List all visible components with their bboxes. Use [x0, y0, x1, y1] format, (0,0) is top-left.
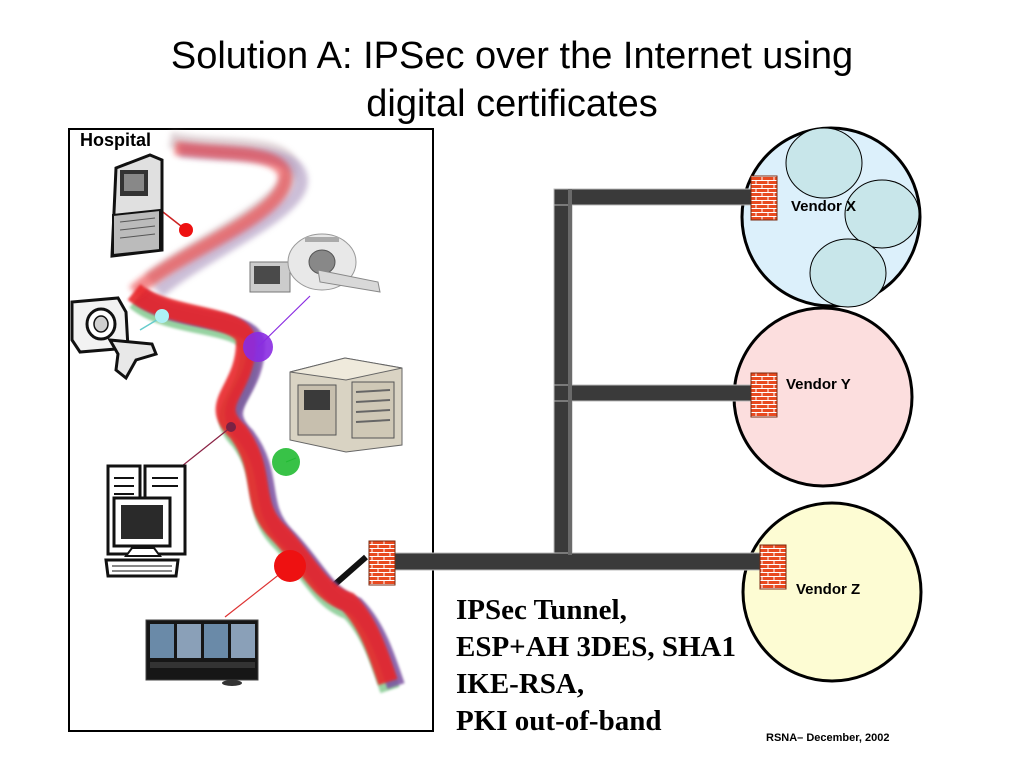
tunnel-note-line: PKI out-of-band — [456, 705, 662, 737]
kiosk-terminal-icon — [110, 153, 164, 258]
tunnel-note-line: ESP+AH 3DES, SHA1 — [456, 631, 737, 663]
node-mri — [155, 309, 169, 323]
vendor-x-site — [740, 126, 922, 308]
workstation-icon — [104, 464, 187, 578]
node-workstation — [226, 422, 236, 432]
tunnel-note-line: IPSec Tunnel, — [456, 594, 627, 626]
firewall-hospital-icon — [368, 540, 396, 586]
firewall-vendor-z-icon — [759, 544, 787, 590]
ct-scanner-icon — [249, 233, 381, 293]
network-pipes — [331, 188, 762, 589]
radiology-monitors-icon — [145, 619, 259, 686]
node-kiosk — [179, 223, 193, 237]
tunnel-notes: IPSec Tunnel, ESP+AH 3DES, SHA1 IKE-RSA,… — [456, 592, 736, 740]
firewall-vendor-y-icon — [750, 372, 778, 418]
tunnel-note-line: IKE-RSA, — [456, 668, 585, 700]
mri-scanner-icon — [70, 296, 159, 381]
vendor-z-label: Vendor Z — [796, 581, 861, 598]
vendor-x-label: Vendor X — [791, 198, 857, 215]
node-ct — [243, 332, 273, 362]
vendor-z-site — [741, 501, 923, 683]
title-line-2: digital certificates — [366, 83, 658, 125]
title-line-1: Solution A: IPSec over the Internet usin… — [170, 35, 854, 77]
node-monitors — [274, 550, 306, 582]
node-storage — [272, 448, 300, 476]
hospital-boundary — [68, 128, 434, 732]
slide-title: Solution A: IPSec over the Internet usin… — [40, 32, 984, 128]
vendor-y-label: Vendor Y — [786, 376, 851, 393]
storage-server-icon — [289, 357, 403, 453]
hospital-label: Hospital — [80, 130, 152, 150]
hospital-network-ribbon — [127, 132, 405, 694]
firewall-vendor-x-icon — [750, 175, 778, 221]
slide-footer: RSNA– December, 2002 — [766, 732, 890, 744]
